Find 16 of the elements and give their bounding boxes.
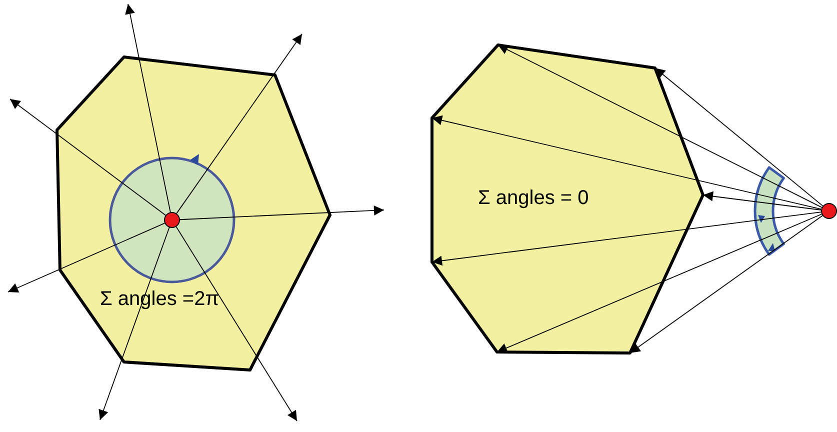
- arrow: [496, 214, 822, 353]
- arrow: [98, 227, 170, 420]
- arrow: [8, 222, 166, 293]
- angle-sum-label: Σ angles = 0: [478, 187, 589, 210]
- arrow: [702, 191, 822, 210]
- arrow: [498, 44, 822, 208]
- arrow: [176, 226, 298, 422]
- arrow: [432, 115, 822, 210]
- arrow: [176, 34, 302, 214]
- arrow: [654, 68, 824, 206]
- arrow: [180, 205, 384, 220]
- point-marker: [821, 203, 837, 219]
- arrow: [10, 98, 166, 216]
- arrow: [432, 212, 822, 266]
- arrow: [630, 215, 823, 354]
- arrow: [125, 4, 171, 213]
